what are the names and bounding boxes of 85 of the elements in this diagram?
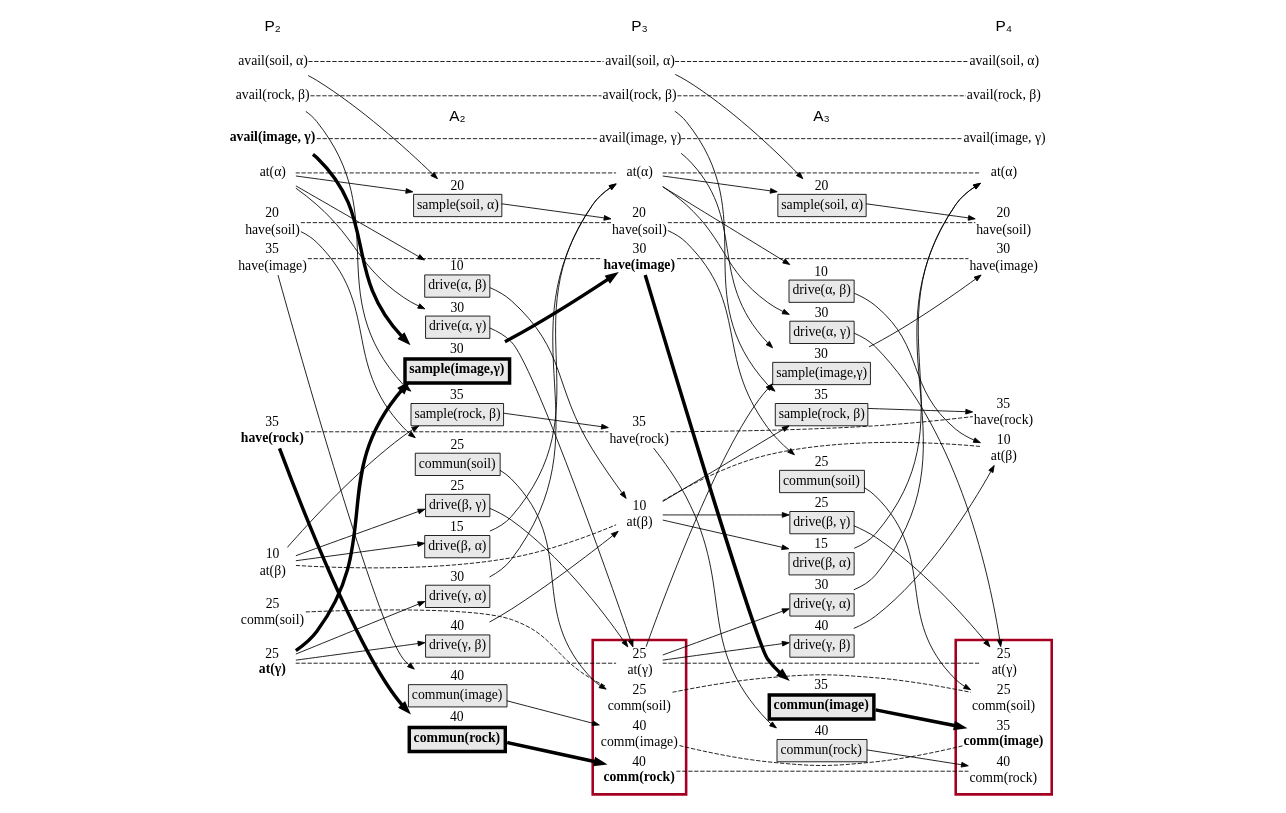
node-text: have(rock)	[240, 429, 304, 445]
node-label: 40	[995, 753, 1010, 769]
node-label: 35	[995, 717, 1010, 733]
node-text: have(image)	[602, 256, 675, 272]
node-label: 25	[265, 596, 279, 612]
node-label: 30	[449, 568, 464, 584]
node-text: have(image)	[968, 257, 1038, 273]
node-label: 10	[632, 497, 646, 513]
node-label: 25	[449, 477, 464, 493]
node-label: 30	[814, 577, 828, 593]
node-label: 20	[631, 205, 646, 221]
node-text: avail(image, γ)	[962, 129, 1046, 145]
node-label: 30	[449, 340, 464, 356]
label: A₃	[812, 106, 830, 124]
node-label: 25	[996, 681, 1011, 697]
node-label: 40	[814, 723, 828, 739]
node-text: comm(image)	[600, 734, 678, 750]
node-text: comm(image)	[962, 733, 1043, 749]
node-label: 10	[996, 431, 1011, 447]
node-text: have(image)	[237, 257, 307, 273]
node-label: 30	[449, 299, 464, 315]
node-label: 25	[632, 645, 646, 661]
node-label: 35	[264, 241, 279, 257]
node-label: 15	[449, 519, 464, 535]
node-text: at(α)	[259, 164, 286, 180]
node-text: comm(soil)	[971, 698, 1035, 714]
node-text: avail(rock, β)	[602, 87, 677, 103]
node-label: 30	[995, 241, 1010, 257]
node-text: have(soil)	[244, 221, 300, 237]
node-text: at(γ)	[258, 661, 286, 677]
node-label: 10	[449, 258, 464, 274]
node-text: comm(rock)	[968, 770, 1037, 786]
node-text: avail(rock, β)	[966, 87, 1041, 103]
node-label: 15	[813, 536, 828, 552]
node-text: comm(soil)	[607, 698, 671, 714]
node-text: avail(image, γ)	[229, 129, 315, 145]
node-label: 40	[631, 753, 646, 769]
node-text: at(γ)	[991, 662, 1017, 678]
node-label: 40	[449, 618, 464, 634]
node-text: at(β)	[626, 513, 653, 529]
node-text: avail(soil, α)	[237, 52, 308, 68]
node-text: comm(rock)	[602, 769, 675, 785]
node-label: 20	[264, 205, 279, 221]
node-text: avail(soil, α)	[968, 52, 1039, 68]
node-label: 40	[449, 668, 464, 684]
node-label: 40	[449, 709, 464, 725]
node-text: have(rock)	[973, 411, 1033, 427]
node-label: 25	[449, 436, 464, 452]
node-label: 40	[632, 717, 646, 733]
node-label: 35	[264, 414, 279, 430]
node-label: 25	[814, 453, 828, 469]
node-label: 35	[813, 676, 828, 692]
node-text: at(α)	[990, 164, 1017, 180]
node-label: 25	[264, 645, 279, 661]
node-text: at(α)	[626, 164, 653, 180]
node-text: at(β)	[990, 447, 1017, 463]
node-label: 10	[265, 546, 279, 562]
node-label: 10	[813, 263, 828, 279]
node-label: 35	[995, 395, 1010, 411]
label: P₃	[630, 16, 648, 34]
node-text: at(β)	[259, 562, 286, 578]
node-label: 30	[814, 304, 828, 320]
node-text: have(rock)	[608, 430, 669, 446]
node-text: comm(soil)	[240, 612, 304, 628]
label: A₂	[448, 106, 465, 124]
node-label: 20	[995, 205, 1010, 221]
node-text: avail(image, γ)	[598, 129, 681, 145]
node-label: 25	[996, 645, 1011, 661]
node-text: avail(soil, α)	[604, 52, 675, 68]
node-text: at(γ)	[626, 662, 653, 678]
label: P₂	[263, 16, 281, 34]
node-label: 25	[814, 495, 828, 511]
node-label: 25	[632, 681, 646, 697]
node-label: 20	[814, 177, 828, 193]
node-label: 30	[813, 345, 828, 361]
node-label: 30	[632, 241, 646, 257]
node-label: 20	[449, 177, 464, 193]
node-text: have(soil)	[611, 221, 667, 237]
label: P₄	[994, 16, 1012, 34]
node-label: 35	[449, 387, 464, 403]
node-label: 40	[814, 618, 828, 634]
node-text: have(soil)	[975, 221, 1031, 237]
node-text: avail(rock, β)	[235, 87, 310, 103]
node-label: 35	[813, 387, 828, 403]
node-label: 35	[631, 414, 646, 430]
